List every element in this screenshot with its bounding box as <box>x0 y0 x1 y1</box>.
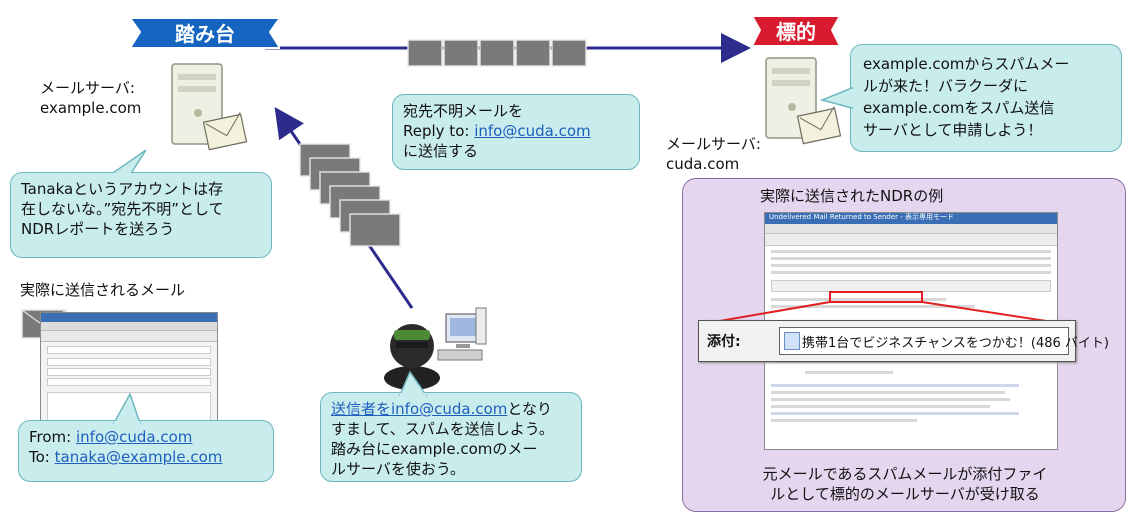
ndr-caption-line1: 元メールであるスパムメールが添付ファイ <box>762 465 1048 483</box>
attachment-field[interactable]: 携帯1台でビジネスチャンスをつかむ！(486 バイト) <box>779 327 1109 355</box>
target-server-label-line1: メールサーバ: <box>666 135 761 153</box>
envelopes-top <box>407 39 587 67</box>
tanaka-callout-pointer <box>107 149 147 176</box>
to-address-link[interactable]: tanaka@example.com <box>54 448 223 466</box>
relay-line-3: に送信する <box>403 142 479 160</box>
relay-callout: 宛先不明メールを Reply to: info@cuda.com に送信する <box>392 94 640 170</box>
target-line-2: ルが来た！バラクーダに <box>863 77 1029 95</box>
attacker-callout-pointer <box>398 370 428 396</box>
stepping-stone-banner <box>130 17 280 49</box>
attachment-label: 添付: <box>707 334 741 350</box>
from-label: From: <box>29 428 76 446</box>
ndr-caption-line2: ルとして標的のメールサーバが受け取る <box>770 485 1040 503</box>
envelope-stack <box>299 143 401 247</box>
relay-server-label-line2: example.com <box>40 99 142 117</box>
attacker-line-2: すまして、スパムを送信しよう。 <box>331 420 554 438</box>
attachment-filename[interactable]: 携帯1台でビジネスチャンスをつかむ！(486 バイト) <box>802 336 1109 351</box>
attacker-line-3: 踏み台にexample.comのメー <box>331 440 538 458</box>
target-callout: example.comからスパムメー ルが来た！バラクーダに example.c… <box>850 44 1122 152</box>
target-line-3: example.comをスパム送信 <box>863 99 1055 117</box>
tanaka-callout: Tanakaというアカウントは存 在しないな。”宛先不明”として NDRレポート… <box>10 172 272 258</box>
stepping-stone-label: 踏み台 <box>175 22 235 46</box>
to-line: To: tanaka@example.com <box>29 447 263 467</box>
relay-line-1: 宛先不明メールを <box>403 102 524 120</box>
sent-mail-callout: From: info@cuda.com To: tanaka@example.c… <box>18 420 274 482</box>
target-server-label-line2: cuda.com <box>666 155 740 173</box>
relay-server-label-line1: メールサーバ: <box>40 79 135 97</box>
to-label: To: <box>29 448 55 466</box>
reply-to-label: Reply to: <box>403 122 475 140</box>
target-line-1: example.comからスパムメー <box>863 55 1070 73</box>
target-callout-pointer <box>820 86 854 109</box>
sent-mail-title: 実際に送信されるメール <box>20 281 186 299</box>
target-banner <box>750 15 842 47</box>
ndr-panel-title: 実際に送信されたNDRの例 <box>760 187 944 205</box>
attacker-callout: 送信者をinfo@cuda.comとなり すまして、スパムを送信しよう。 踏み台… <box>320 392 582 482</box>
sent-mail-callout-pointer <box>112 392 142 424</box>
mail-client-screenshot <box>40 312 218 426</box>
server-icon <box>171 63 248 151</box>
ndr-window-title: Undelivered Mail Returned to Sender - 表示… <box>765 213 1057 224</box>
attachment-zoom-box: 添付: 携帯1台でビジネスチャンスをつかむ！(486 バイト) <box>698 320 1109 362</box>
from-address-link[interactable]: info@cuda.com <box>76 428 193 446</box>
relay-line-2: Reply to: info@cuda.com <box>403 121 629 141</box>
attacker-line1-rest: となり <box>507 400 552 418</box>
reply-to-link[interactable]: info@cuda.com <box>474 122 591 140</box>
target-label: 標的 <box>776 20 816 44</box>
tanaka-line-2: 在しないな。”宛先不明”として <box>21 200 224 218</box>
tanaka-line-1: Tanakaというアカウントは存 <box>21 180 224 198</box>
target-server-icon <box>765 57 842 145</box>
attacker-sender-link[interactable]: 送信者をinfo@cuda.com <box>331 400 508 418</box>
from-line: From: info@cuda.com <box>29 427 263 447</box>
attacker-line-1: 送信者をinfo@cuda.comとなり <box>331 399 571 419</box>
attachment-file-icon <box>784 332 800 350</box>
attacker-line-4: ルサーバを使おう。 <box>331 460 465 478</box>
tanaka-line-3: NDRレポートを送ろう <box>21 220 175 238</box>
target-line-4: サーバとして申請しよう！ <box>863 121 1043 139</box>
